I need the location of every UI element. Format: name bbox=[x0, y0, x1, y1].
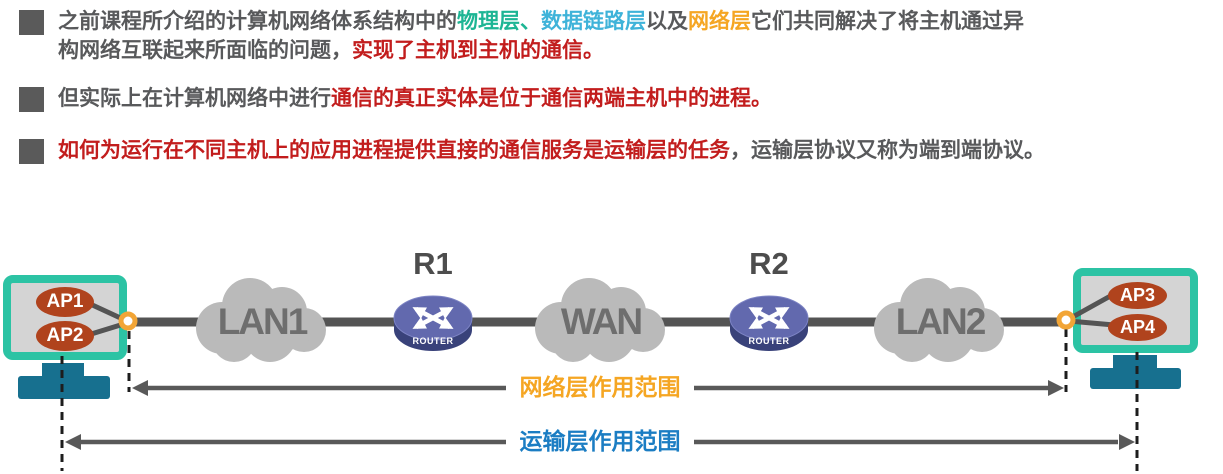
right-host-stand-base bbox=[1090, 368, 1181, 389]
router-r2-label: R2 bbox=[749, 246, 789, 281]
right-host-stand-neck bbox=[1113, 355, 1157, 370]
ap4-process: AP4 bbox=[1108, 314, 1167, 341]
router-r2-caption: ROUTER bbox=[748, 336, 790, 346]
bullet-3-seg: ，运输层协议又称为端到端协议。 bbox=[730, 139, 1045, 162]
bullet-1-seg-physical-layer: 物理层、 bbox=[457, 10, 541, 33]
right-connection-point-icon bbox=[1056, 310, 1076, 330]
bullet-1-seg-datalink-layer: 数据链路层 bbox=[541, 10, 646, 33]
wan-label: WAN bbox=[560, 301, 643, 342]
bullet-1-line-1: 之前课程所介绍的计算机网络体系结构中的物理层、数据链路层以及网络层它们共同解决了… bbox=[58, 8, 1208, 36]
bullet-square-icon bbox=[19, 139, 44, 164]
bullet-1-line-2: 构网络互联起来所面临的问题，实现了主机到主机的通信。 bbox=[58, 37, 1208, 65]
left-connection-point-icon bbox=[118, 311, 138, 331]
lan2-cloud-icon bbox=[874, 278, 1004, 362]
bullet-1-seg: 之前课程所介绍的计算机网络体系结构中的 bbox=[58, 10, 457, 33]
bullet-square-icon bbox=[19, 10, 44, 35]
transport-layer-range-arrow bbox=[65, 434, 1135, 450]
network-layer-range-arrow bbox=[132, 380, 1064, 396]
bullet-1-seg-network-layer: 网络层 bbox=[688, 10, 751, 33]
bullet-1-seg: 它们共同解决了将主机通过异 bbox=[751, 10, 1024, 33]
bullet-3-line: 如何为运行在不同主机上的应用进程提供直接的通信服务是运输层的任务，运输层协议又称… bbox=[58, 137, 1208, 165]
bullet-2-seg: 但实际上在计算机网络中进行 bbox=[58, 87, 331, 110]
router-r1-caption: ROUTER bbox=[412, 336, 454, 346]
transport-layer-range-label: 运输层作用范围 bbox=[519, 428, 681, 454]
lan1-label: LAN1 bbox=[217, 301, 309, 342]
ap3-process: AP3 bbox=[1108, 282, 1167, 309]
bullet-2-seg-emphasis: 通信的真正实体是位于通信两端主机中的进程。 bbox=[331, 87, 772, 110]
router-r1-icon bbox=[393, 295, 473, 351]
router-r2-icon bbox=[729, 295, 809, 351]
wan-cloud-icon bbox=[535, 278, 665, 362]
bullet-1-seg: 以及 bbox=[646, 10, 688, 33]
bullet-square-icon bbox=[19, 87, 44, 112]
bullet-3-seg-emphasis: 如何为运行在不同主机上的应用进程提供直接的通信服务是运输层的任务 bbox=[58, 139, 730, 162]
left-host-stand-base bbox=[18, 376, 110, 399]
bullet-1-seg-emphasis: 实现了主机到主机的通信。 bbox=[352, 39, 604, 62]
ap2-process: AP2 bbox=[36, 321, 94, 351]
bullet-1-seg: 构网络互联起来所面临的问题， bbox=[58, 39, 352, 62]
lan2-label: LAN2 bbox=[895, 301, 987, 342]
lan1-cloud-icon bbox=[196, 278, 326, 362]
network-layer-range-label: 网络层作用范围 bbox=[519, 374, 681, 400]
ap1-process: AP1 bbox=[36, 287, 94, 317]
bullet-2-line: 但实际上在计算机网络中进行通信的真正实体是位于通信两端主机中的进程。 bbox=[58, 85, 1208, 113]
dashed-reference-lines bbox=[60, 329, 1139, 471]
router-r1-label: R1 bbox=[413, 246, 453, 281]
